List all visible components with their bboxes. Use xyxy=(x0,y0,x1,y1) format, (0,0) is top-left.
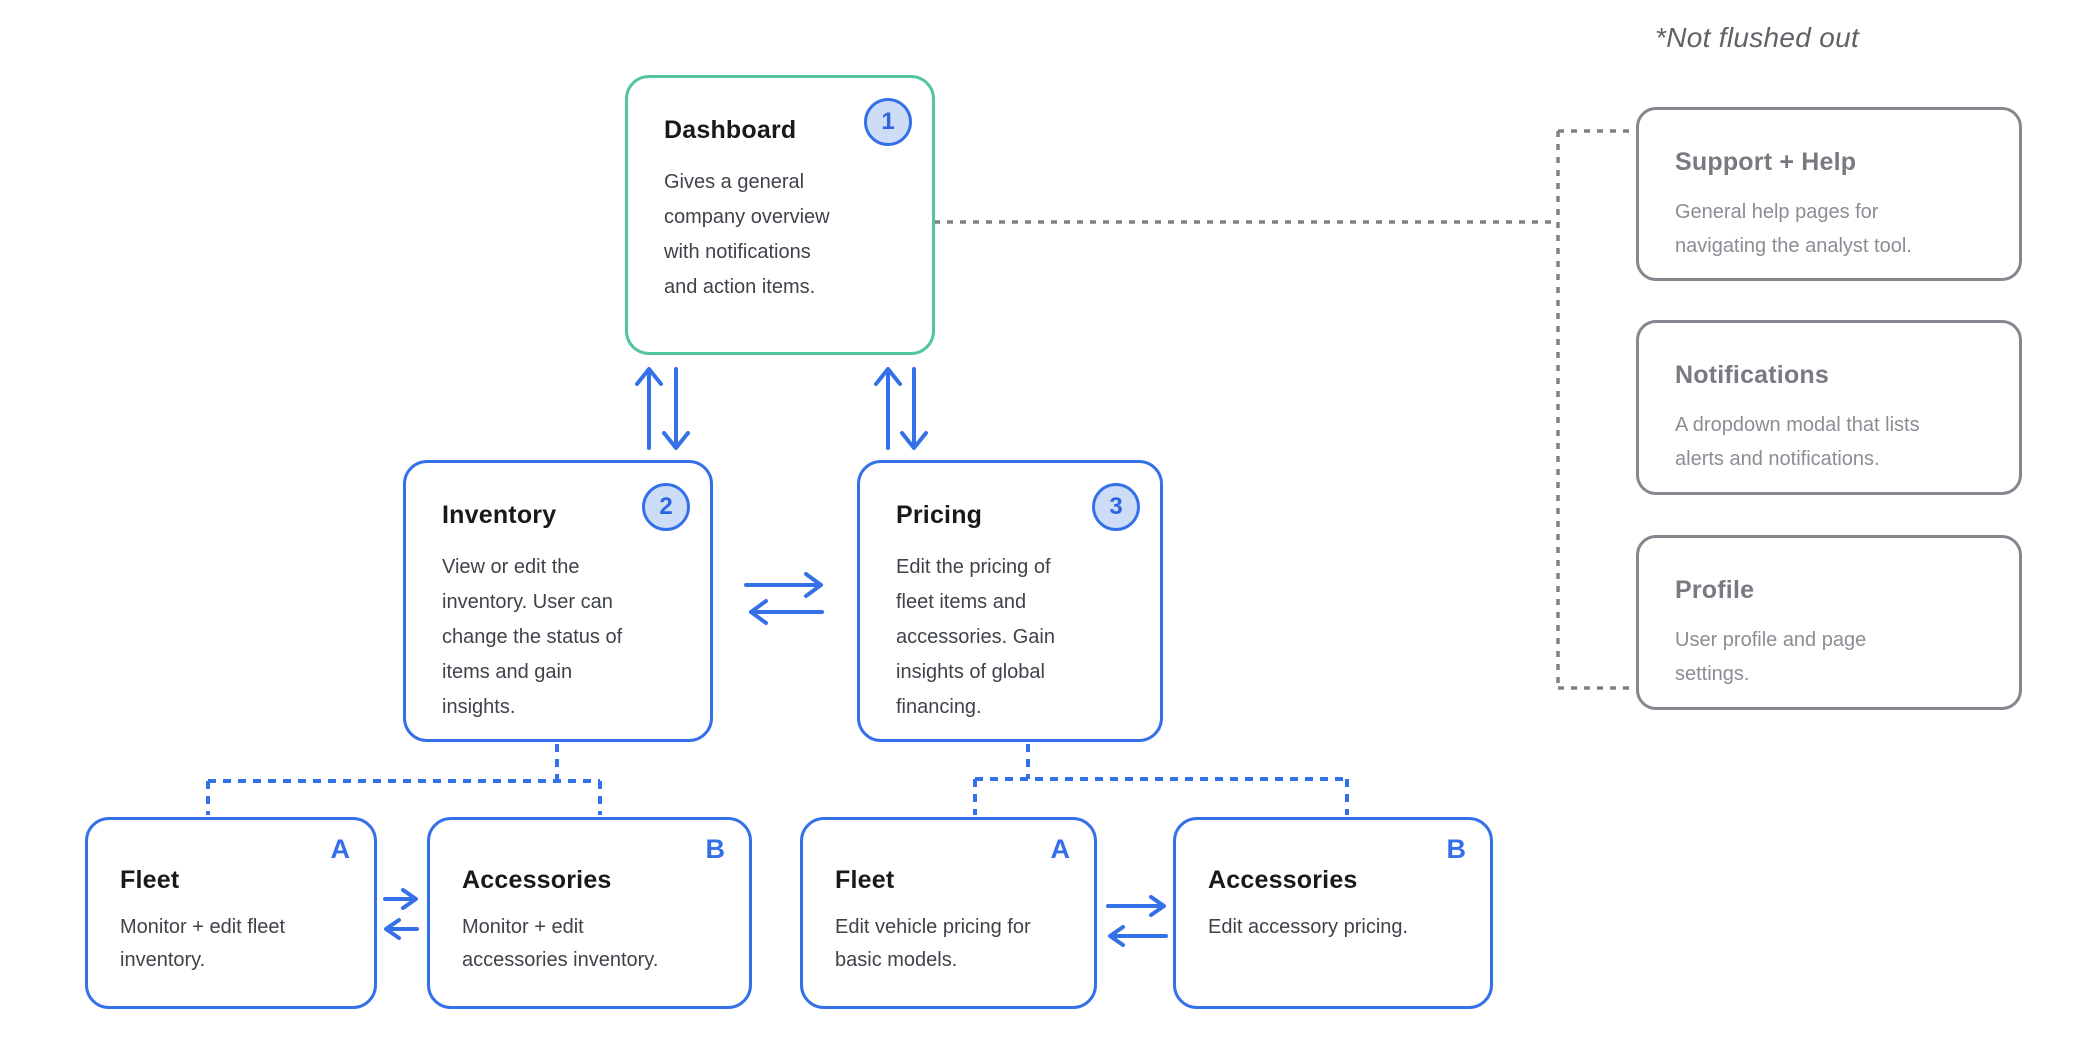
inventory-description: View or edit the inventory. User can cha… xyxy=(442,556,623,718)
pricing-description: Edit the pricing of fleet items and acce… xyxy=(896,556,1055,718)
connector-inventory-pricing-arrows xyxy=(744,572,824,625)
node-inventory-accessories[interactable]: B Accessories Monitor + edit accessories… xyxy=(427,817,752,1009)
support-help-description: General help pages for navigating the an… xyxy=(1675,201,1912,257)
connector-pricing-children-dotted xyxy=(973,744,1349,815)
dashboard-title: Dashboard xyxy=(664,116,797,144)
notifications-description: A dropdown modal that lists alerts and n… xyxy=(1675,414,1920,470)
connector-inventory-fleet-accessories-arrows xyxy=(383,888,419,940)
inventory-accessories-title: Accessories xyxy=(462,866,612,894)
not-flushed-out-note: *Not flushed out xyxy=(1655,22,1860,53)
node-support-help[interactable]: Support + Help General help pages for na… xyxy=(1636,107,2022,281)
profile-title: Profile xyxy=(1675,576,1755,604)
inventory-fleet-letter-badge: A xyxy=(330,834,351,864)
pricing-accessories-description: Edit accessory pricing. xyxy=(1208,916,1409,938)
pricing-number-badge: 3 xyxy=(1092,483,1140,531)
dashboard-number-badge: 1 xyxy=(864,98,912,146)
pricing-title: Pricing xyxy=(896,501,983,529)
connector-inventory-children-dotted xyxy=(206,744,602,815)
node-notifications[interactable]: Notifications A dropdown modal that list… xyxy=(1636,320,2022,495)
node-dashboard[interactable]: 1 Dashboard Gives a general company over… xyxy=(625,75,935,355)
node-inventory[interactable]: 2 Inventory View or edit the inventory. … xyxy=(403,460,713,742)
connector-dashboard-inventory-arrows xyxy=(635,367,690,450)
connector-dashboard-pricing-arrows xyxy=(874,367,928,450)
node-pricing-fleet[interactable]: A Fleet Edit vehicle pricing for basic m… xyxy=(800,817,1097,1009)
node-pricing[interactable]: 3 Pricing Edit the pricing of fleet item… xyxy=(857,460,1163,742)
inventory-title: Inventory xyxy=(442,501,557,529)
inventory-fleet-title: Fleet xyxy=(120,866,180,894)
support-help-title: Support + Help xyxy=(1675,148,1857,176)
inventory-accessories-letter-badge: B xyxy=(705,834,726,864)
node-profile[interactable]: Profile User profile and page settings. xyxy=(1636,535,2022,710)
pricing-fleet-letter-badge: A xyxy=(1050,834,1071,864)
pricing-fleet-description: Edit vehicle pricing for basic models. xyxy=(835,916,1031,971)
profile-description: User profile and page settings. xyxy=(1675,629,1867,685)
pricing-accessories-letter-badge: B xyxy=(1446,834,1467,864)
node-inventory-fleet[interactable]: A Fleet Monitor + edit fleet inventory. xyxy=(85,817,377,1009)
inventory-number-badge: 2 xyxy=(642,483,690,531)
pricing-fleet-title: Fleet xyxy=(835,866,895,894)
connector-pricing-fleet-accessories-arrows xyxy=(1106,895,1168,947)
inventory-fleet-description: Monitor + edit fleet inventory. xyxy=(120,916,286,971)
pricing-accessories-title: Accessories xyxy=(1208,866,1358,894)
inventory-accessories-description: Monitor + edit accessories inventory. xyxy=(462,916,659,971)
notifications-title: Notifications xyxy=(1675,361,1829,389)
dashboard-description: Gives a general company overview with no… xyxy=(664,171,830,298)
node-pricing-accessories[interactable]: B Accessories Edit accessory pricing. xyxy=(1173,817,1493,1009)
connector-dashboard-sidepanel-dotted xyxy=(934,129,1634,690)
